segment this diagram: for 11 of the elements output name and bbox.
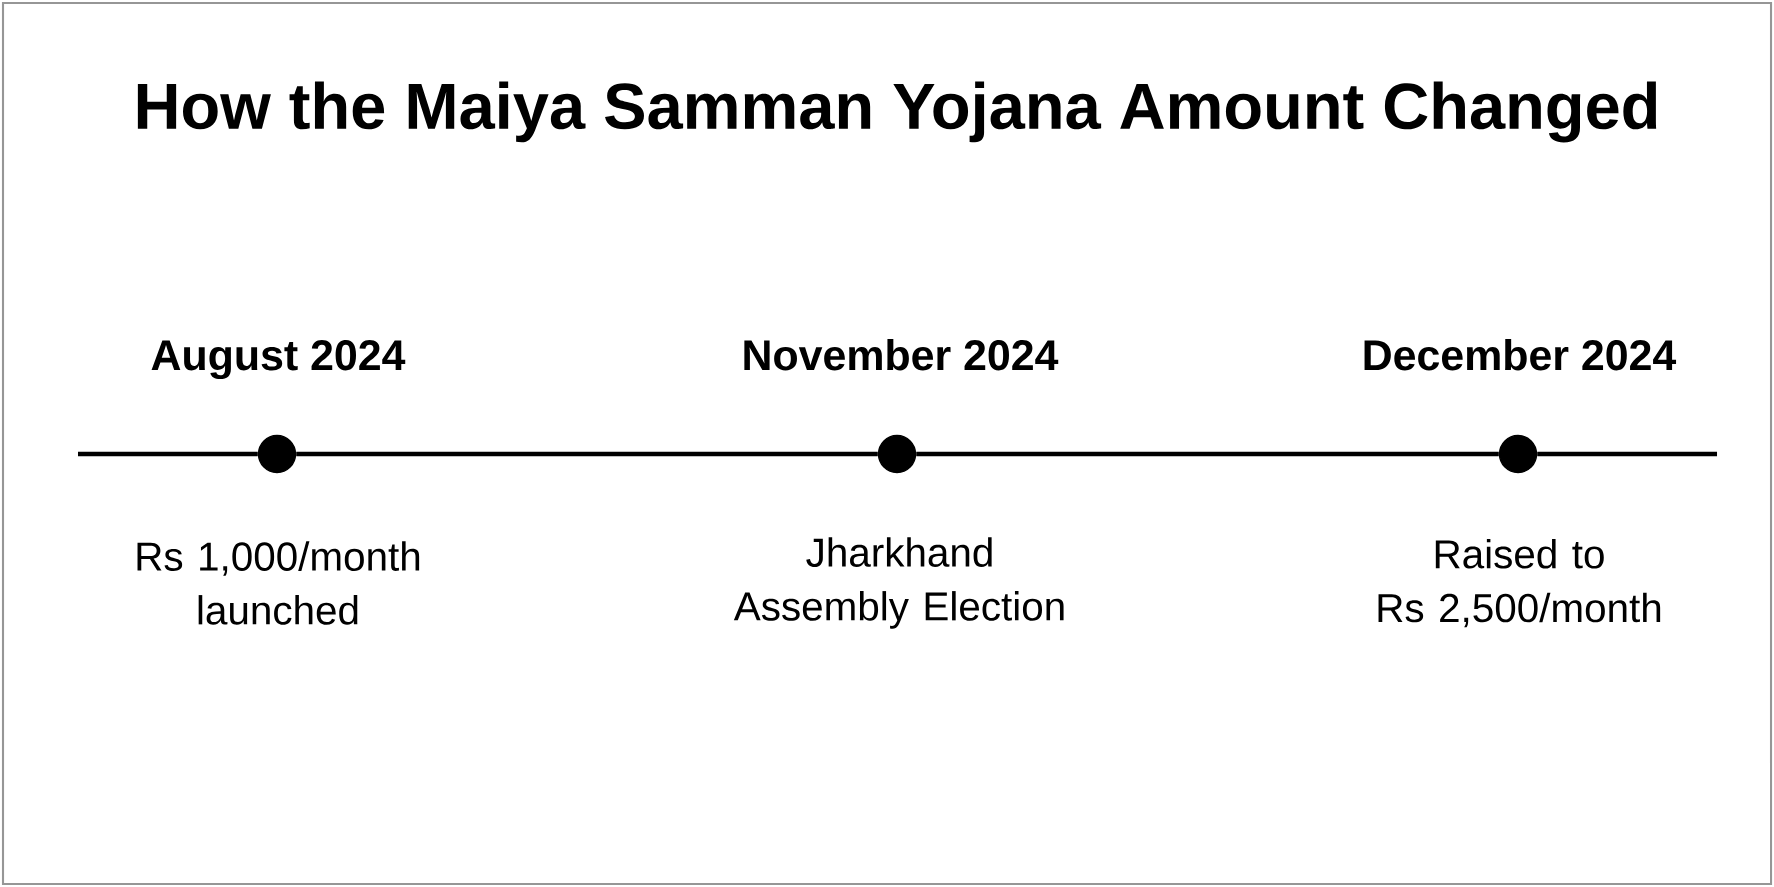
event-description: Jharkhand Assembly Election	[733, 537, 1064, 629]
date-label: November 2024	[744, 338, 1059, 371]
timeline-line	[1537, 451, 1717, 457]
timeline-line	[78, 451, 258, 457]
date-label: December 2024	[1364, 338, 1677, 371]
timeline-line	[296, 451, 878, 457]
timeline-line	[916, 451, 1499, 457]
event-description: Rs 1,000/month launched	[137, 541, 420, 625]
title: How the Maiya Samman Yojana Amount Changed	[137, 81, 1657, 143]
date-label: August 2024	[151, 340, 406, 380]
event-description: Raised to Rs 2,500/month	[1378, 538, 1661, 628]
